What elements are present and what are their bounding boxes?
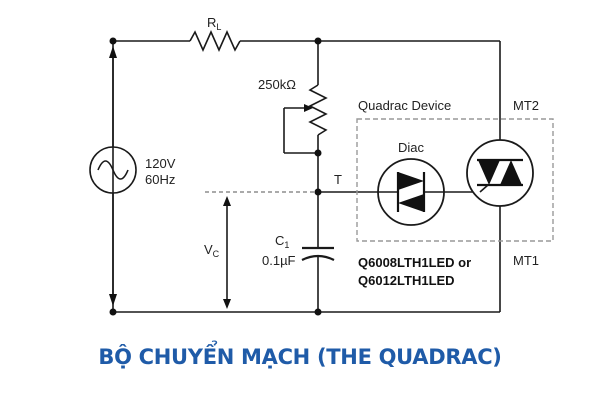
label-pot: 250kΩ: [258, 77, 296, 92]
label-mt2: MT2: [513, 98, 539, 113]
label-quadrac-device: Quadrac Device: [358, 98, 451, 113]
label-part2: Q6012LTH1LED: [358, 273, 455, 288]
triac-symbol: [466, 139, 534, 207]
label-freq: 60Hz: [145, 172, 175, 187]
label-mt1: MT1: [513, 253, 539, 268]
label-rl: RL: [207, 15, 221, 32]
node-pot: [314, 149, 322, 157]
label-part1: Q6008LTH1LED or: [358, 255, 471, 270]
label-diac: Diac: [398, 140, 425, 155]
potentiometer: [308, 84, 328, 136]
figure-caption: BỘ CHUYỂN MẠCH (THE QUADRAC): [98, 345, 502, 369]
resistor-rl: [189, 30, 241, 52]
vc-arrow: [223, 196, 231, 309]
node-gate: [314, 188, 322, 196]
node-bl: [109, 308, 117, 316]
quadrac-box: [356, 118, 554, 242]
label-vc: VC: [204, 242, 220, 259]
top-wire: [113, 30, 501, 150]
diac-symbol: [377, 158, 445, 226]
label-c1-value: 0.1µF: [262, 253, 296, 268]
label-c1: C1: [275, 233, 289, 250]
node-tc: [314, 37, 322, 45]
source-arrow: [109, 46, 117, 306]
label-gate: T: [334, 172, 342, 187]
node-bc: [314, 308, 322, 316]
node-tl: [109, 37, 117, 45]
label-voltage: 120V: [145, 156, 176, 171]
